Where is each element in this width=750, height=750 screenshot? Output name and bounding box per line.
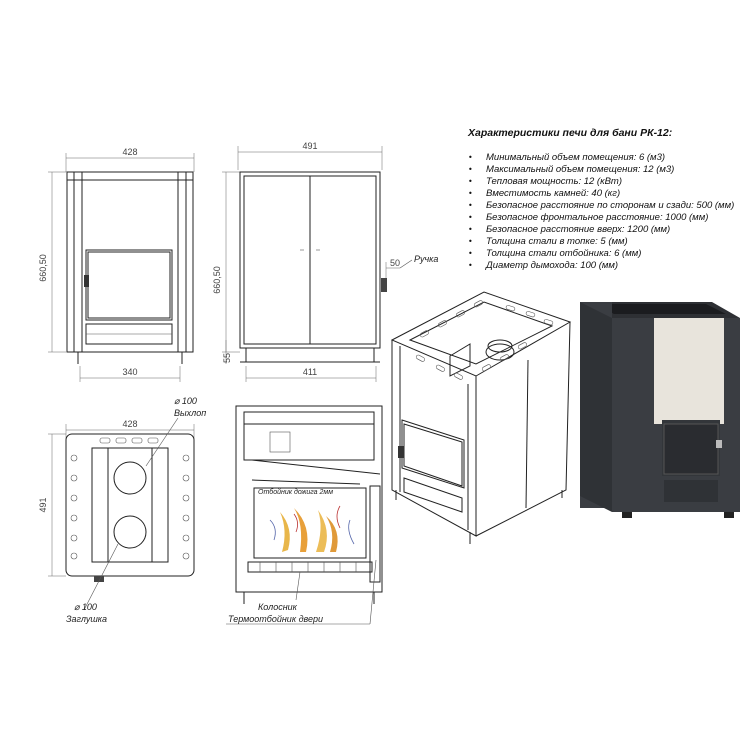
dim-top-width: 428 [122,419,137,429]
flame-icon [280,512,290,552]
spec-item: Толщина стали в топке: 5 (мм) [486,236,628,247]
spec-bullet: • [468,237,473,246]
dim-side-width: 491 [302,141,317,151]
section-view: Отбойник дожига 2мм Колосник Термоотбойн… [226,405,383,625]
outlet-dim: ⌀ 100 [174,396,197,406]
chimney-outlet-icon [113,461,147,495]
spec-item: Минимальный объем помещения: 6 (м3) [486,152,665,163]
flame-icon [294,508,308,552]
top-view: 428 491 ⌀ 100 Выхлоп [38,396,206,624]
spec-bullet: • [468,153,473,162]
dim-side-bottom: 411 [303,367,317,377]
spec-bullet: • [468,189,473,198]
spec-item: Максимальный объем помещения: 12 (м3) [486,164,674,175]
side-view: 491 660,50 55 50 Ручка 411 [212,141,438,382]
plug-label: Заглушка [66,614,107,624]
grate-label: Колосник [258,602,298,612]
spec-item: Безопасное расстояние вверх: 1200 (мм) [486,224,670,235]
spec-item: Диаметр дымохода: 100 (мм) [485,260,618,271]
stove-render [580,302,740,518]
door-reflector-label: Термоотбойник двери [228,614,323,624]
dim-top-depth: 491 [38,497,48,512]
spec-item: Безопасное фронтальное расстояние: 1000 … [486,212,708,223]
dim-front-bottom: 340 [122,367,137,377]
front-view: 428 660,50 340 [38,147,195,382]
dim-side-height: 660,50 [212,266,222,294]
specs-block: Характеристики печи для бани РК-12: • Ми… [467,127,734,271]
dim-front-height: 660,50 [38,254,48,282]
render-handle-icon [716,440,722,448]
flame-icon [316,510,327,552]
isometric-drawing [390,291,572,544]
specs-list: • Минимальный объем помещения: 6 (м3) • … [468,152,734,271]
spec-bullet: • [468,165,473,174]
chimney-plug-icon [113,515,147,549]
dim-side-legs: 55 [222,353,232,363]
spec-bullet: • [468,249,473,258]
spec-item: Тепловая мощность: 12 (кВт) [486,176,622,187]
top-handle-icon [94,576,104,582]
spec-bullet: • [468,177,473,186]
plug-dim: ⌀ 100 [74,602,97,612]
door-handle-icon [84,275,89,287]
dim-handle: 50 [390,258,400,268]
spec-item: Безопасное расстояние по сторонам и сзад… [486,200,734,211]
spec-bullet: • [468,261,473,270]
spec-bullet: • [468,213,473,222]
handle-label: Ручка [414,254,438,264]
side-handle-icon [381,278,387,292]
flame-icon [326,516,338,552]
reflector-label: Отбойник дожига 2мм [258,488,333,496]
specs-title: Характеристики печи для бани РК-12: [467,127,672,139]
spec-item: Толщина стали отбойника: 6 (мм) [486,248,641,259]
iso-handle-icon [398,446,404,458]
spec-bullet: • [468,225,473,234]
spec-bullet: • [468,201,473,210]
dim-front-width: 428 [122,147,137,157]
spec-item: Вместимость камней: 40 (кг) [486,188,620,199]
outlet-label: Выхлоп [174,408,206,418]
stove-panel [654,318,724,424]
